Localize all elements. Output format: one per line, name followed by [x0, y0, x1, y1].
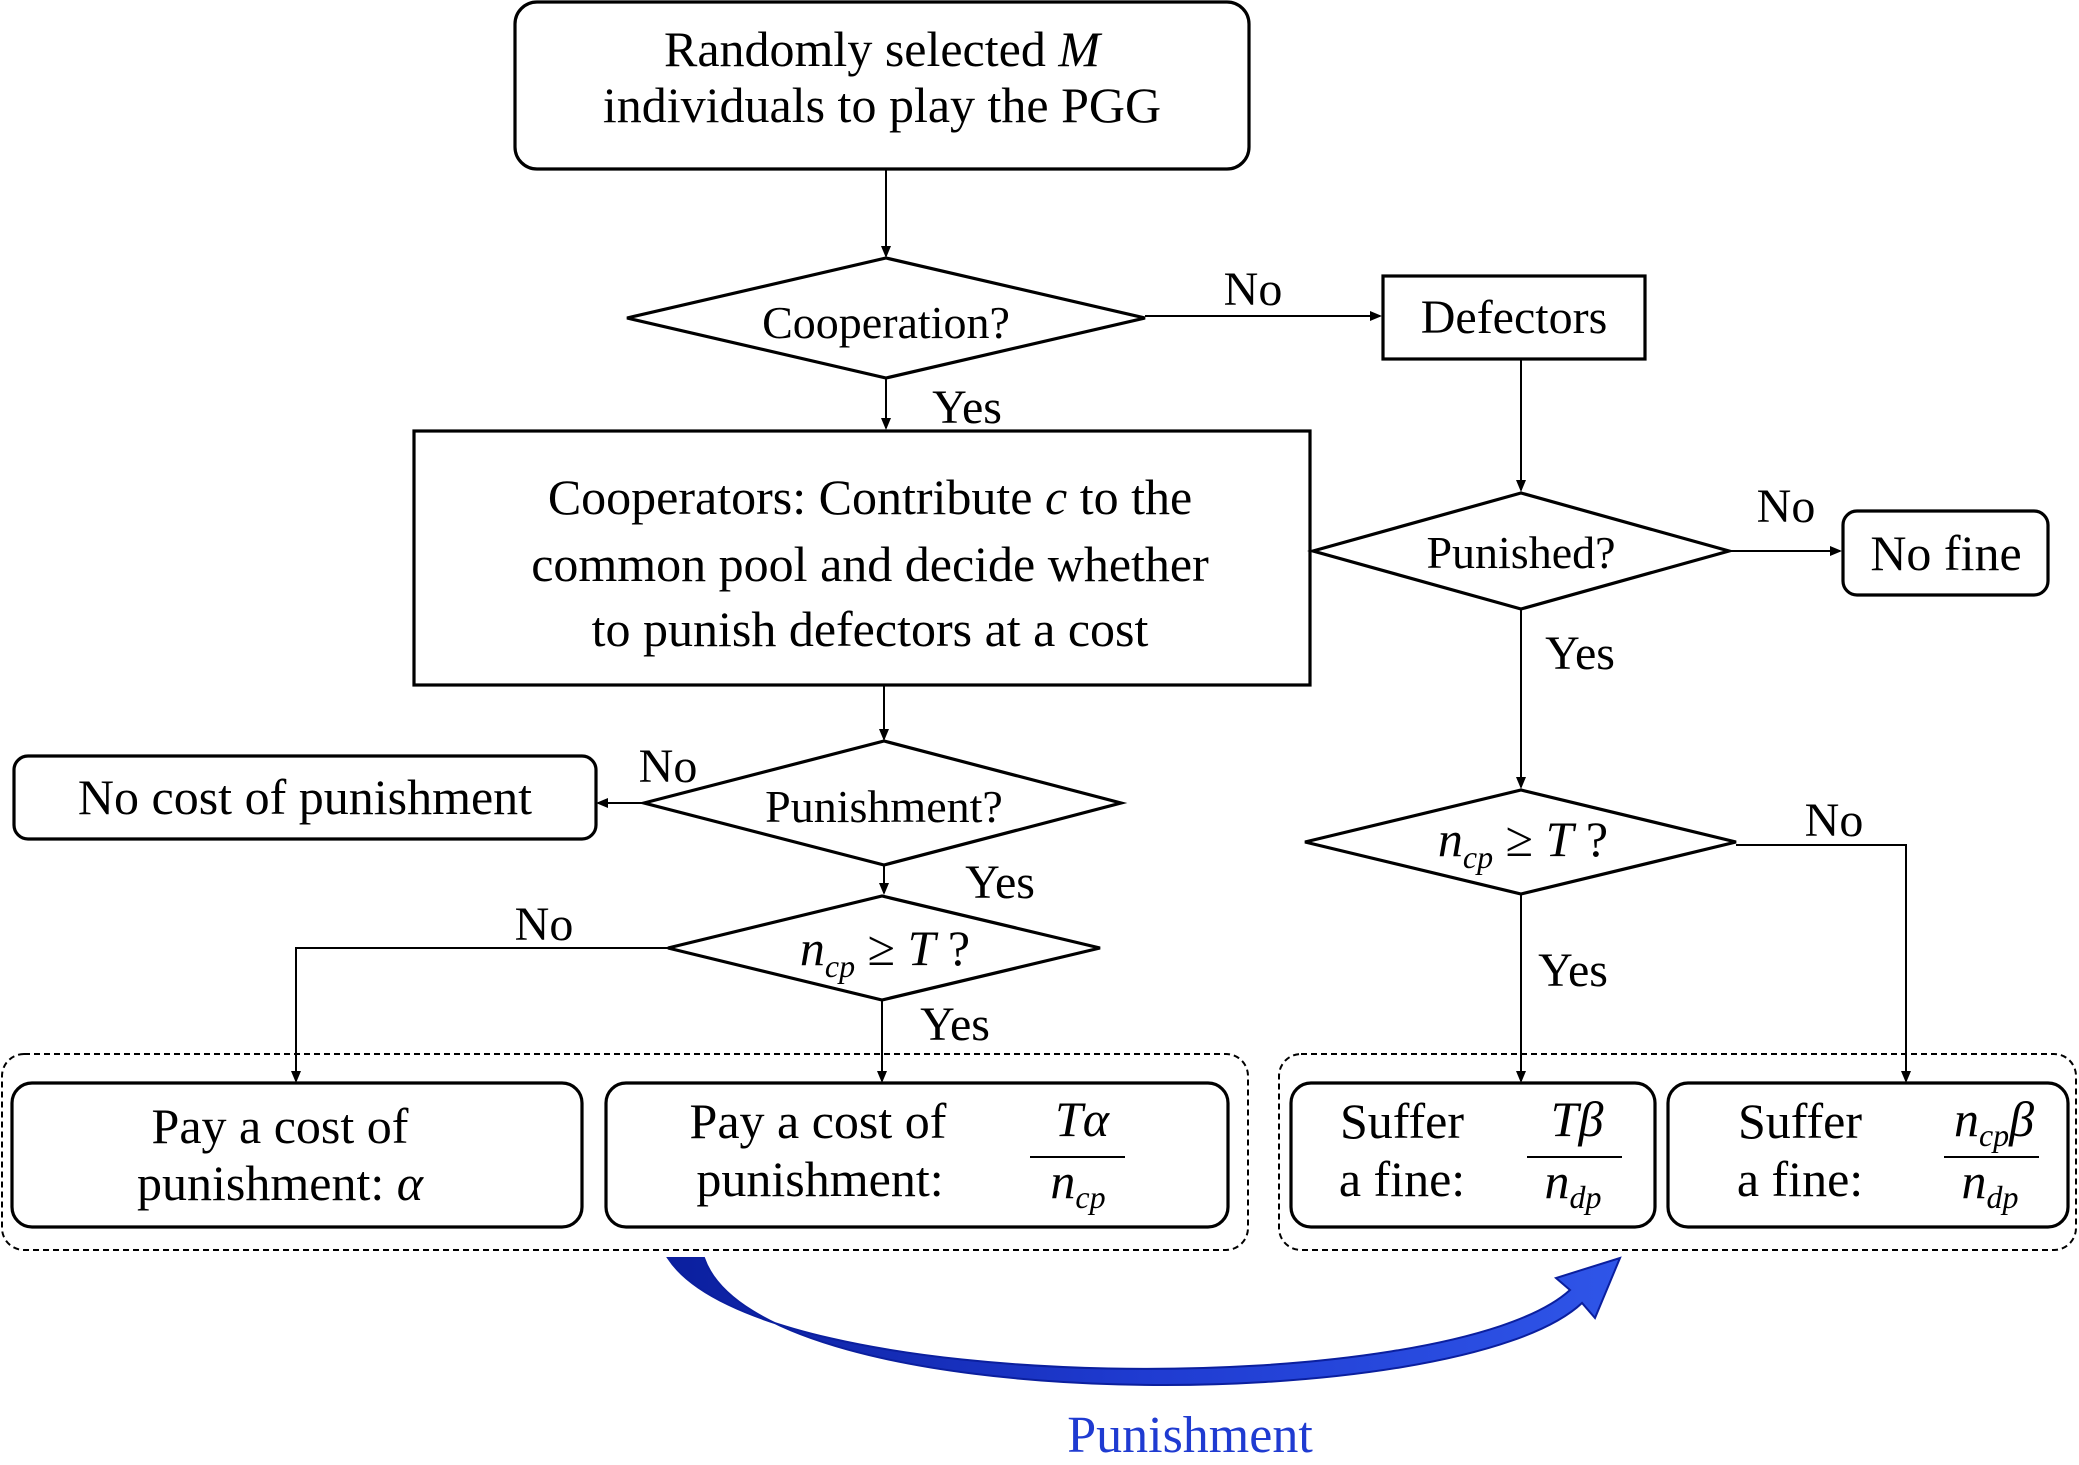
punished-question: Punished?: [1426, 527, 1615, 578]
label-yes-threshold-left: Yes: [920, 998, 990, 1051]
cooperator-cost-group: [1, 1053, 1249, 1251]
threshold-left-t: T: [908, 920, 939, 976]
svg-text:Cooperators: Contribute c to t: Cooperators: Contribute c to the: [548, 469, 1192, 525]
suffer-tbeta-line2: a fine:: [1339, 1151, 1465, 1207]
suffer-ncpbeta-num-beta: β: [2008, 1091, 2034, 1147]
threshold-right-sub: cp: [1463, 839, 1493, 875]
threshold-decision-left: ncp ≥ T ?: [667, 894, 1101, 1002]
no-fine-node: No fine: [1841, 509, 2050, 597]
threshold-right-n: n: [1438, 811, 1463, 867]
suffer-tbeta-den-n: n: [1545, 1153, 1570, 1209]
punishment-decision: Punishment?: [637, 739, 1128, 867]
pay-alpha-line2: punishment:: [137, 1155, 397, 1211]
threshold-left-ge: ≥: [855, 920, 907, 976]
start-line1: Randomly selected: [664, 21, 1046, 77]
svg-text:ndp: ndp: [1962, 1153, 2019, 1215]
threshold-right-ge: ≥: [1493, 811, 1545, 867]
suffer-fine-tbeta-node: Suffer a fine: Tβ ndp: [1289, 1081, 1657, 1229]
threshold-right-t: T: [1546, 811, 1577, 867]
pay-cost-alpha-node: Pay a cost of punishment: α: [10, 1081, 584, 1229]
suffer-ncpbeta-den-n: n: [1962, 1153, 1987, 1209]
pay-talpha-numerator: Tα: [1055, 1091, 1111, 1147]
suffer-ncpbeta-den-sub: dp: [1987, 1179, 2019, 1215]
pay-alpha-symbol: α: [397, 1155, 425, 1211]
svg-text:ncp ≥ T ?: ncp ≥ T ?: [1438, 811, 1608, 875]
cooperators-line1-b: to the: [1067, 469, 1192, 525]
suffer-tbeta-line1: Suffer: [1340, 1093, 1464, 1149]
pay-talpha-den-sub: cp: [1075, 1179, 1105, 1215]
cooperators-node: Cooperators: Contribute c to the common …: [412, 429, 1312, 687]
punishment-question: Punishment?: [765, 781, 1003, 832]
suffer-fine-ncpbeta-node: Suffer a fine: ncpβ ndp: [1666, 1081, 2070, 1229]
label-no-punishment: No: [639, 740, 698, 793]
defectors-label: Defectors: [1421, 291, 1608, 344]
label-yes-threshold-right: Yes: [1538, 944, 1608, 997]
no-fine-label: No fine: [1870, 525, 2021, 581]
pay-talpha-line2: punishment:: [696, 1151, 943, 1207]
cooperation-question: Cooperation?: [762, 297, 1010, 348]
start-line2: individuals to play the PGG: [603, 77, 1161, 133]
threshold-left-q: ?: [935, 920, 970, 976]
svg-text:punishment: α: punishment: α: [137, 1155, 425, 1211]
no-cost-label: No cost of punishment: [78, 769, 532, 825]
label-yes-punished: Yes: [1545, 627, 1615, 680]
suffer-ncpbeta-num-sub: cp: [1979, 1117, 2009, 1153]
defector-fine-group: [1278, 1053, 2077, 1251]
svg-text:ncpβ: ncpβ: [1954, 1091, 2034, 1153]
label-yes-cooperation: Yes: [932, 381, 1002, 434]
start-node: Randomly selected M individuals to play …: [513, 0, 1251, 171]
threshold-decision-right: ncp ≥ T ?: [1304, 788, 1737, 896]
label-yes-punishment: Yes: [965, 856, 1035, 909]
suffer-tbeta-numerator: Tβ: [1551, 1091, 1604, 1147]
label-no-threshold-left: No: [515, 898, 574, 951]
threshold-right-q: ?: [1573, 811, 1608, 867]
cooperators-var-c: c: [1045, 469, 1067, 525]
suffer-tbeta-den-sub: dp: [1570, 1179, 1602, 1215]
svg-text:ndp: ndp: [1545, 1153, 1602, 1215]
svg-text:Randomly selected M: Randomly selected M: [664, 21, 1102, 77]
pay-alpha-line1: Pay a cost of: [152, 1098, 409, 1154]
cooperators-line2: common pool and decide whether: [531, 536, 1209, 592]
suffer-ncpbeta-num-n: n: [1954, 1091, 1979, 1147]
svg-text:ncp ≥ T ?: ncp ≥ T ?: [800, 920, 970, 984]
cooperation-decision: Cooperation?: [626, 256, 1146, 380]
pay-talpha-line1: Pay a cost of: [690, 1093, 947, 1149]
no-cost-node: No cost of punishment: [12, 754, 598, 841]
label-no-punished: No: [1757, 480, 1816, 533]
cooperators-line3: to punish defectors at a cost: [592, 601, 1149, 657]
cooperators-line1-a: Cooperators: Contribute: [548, 469, 1045, 525]
edge-threshold-left-no: [291, 947, 668, 1083]
label-no-threshold-right: No: [1805, 794, 1864, 847]
punished-decision: Punished?: [1307, 491, 1735, 611]
svg-text:ncp: ncp: [1050, 1153, 1105, 1215]
suffer-ncpbeta-line2: a fine:: [1737, 1151, 1863, 1207]
punishment-arrow: [666, 1256, 1622, 1386]
label-no-cooperation: No: [1224, 263, 1283, 316]
pay-cost-talpha-node: Pay a cost of punishment: Tα ncp: [604, 1081, 1230, 1229]
defectors-node: Defectors: [1381, 274, 1647, 361]
edge-threshold-right-no: [1736, 844, 1911, 1083]
suffer-ncpbeta-line1: Suffer: [1738, 1093, 1862, 1149]
threshold-left-sub: cp: [825, 948, 855, 984]
start-var-m: M: [1057, 21, 1102, 77]
punishment-arrow-label: Punishment: [1067, 1407, 1313, 1464]
threshold-left-n: n: [800, 920, 825, 976]
pay-talpha-den-n: n: [1050, 1153, 1075, 1209]
